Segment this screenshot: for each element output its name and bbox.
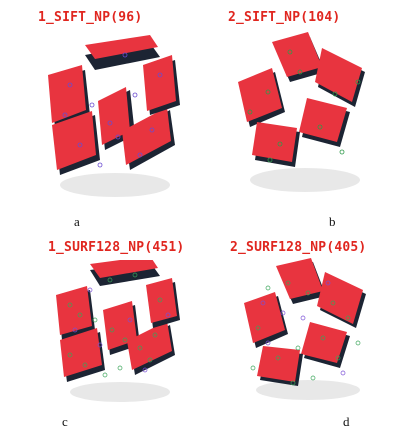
cube-blocks	[238, 32, 365, 167]
panel-d-image	[244, 258, 366, 400]
keypoints-purple	[72, 287, 171, 373]
panel-a-image	[48, 35, 180, 197]
keypoints	[62, 52, 163, 168]
shadow	[250, 168, 360, 192]
panel-d-title: 2_SURF128_NP(405)	[230, 240, 367, 255]
panel-c-caption: c	[62, 414, 68, 429]
panel-a-caption: a	[74, 214, 80, 229]
keypoints-purple	[260, 280, 346, 376]
cube-blocks	[244, 258, 366, 386]
panel-a-title: 1_SIFT_NP(96)	[38, 10, 143, 25]
keypoints	[247, 49, 361, 163]
shadow	[60, 173, 170, 197]
panel-c-title: 1_SURF128_NP(451)	[48, 240, 185, 255]
panel-c-image	[56, 260, 180, 402]
cube-blocks	[56, 260, 180, 382]
cube-blocks	[48, 35, 180, 175]
panel-b-title: 2_SIFT_NP(104)	[228, 10, 341, 25]
panel-b-image	[238, 32, 365, 192]
keypoints	[250, 280, 361, 386]
shadow	[70, 382, 170, 402]
panel-b-caption: b	[329, 214, 336, 229]
panel-d-caption: d	[343, 414, 350, 429]
keypoints	[67, 272, 163, 378]
shadow	[256, 380, 360, 400]
